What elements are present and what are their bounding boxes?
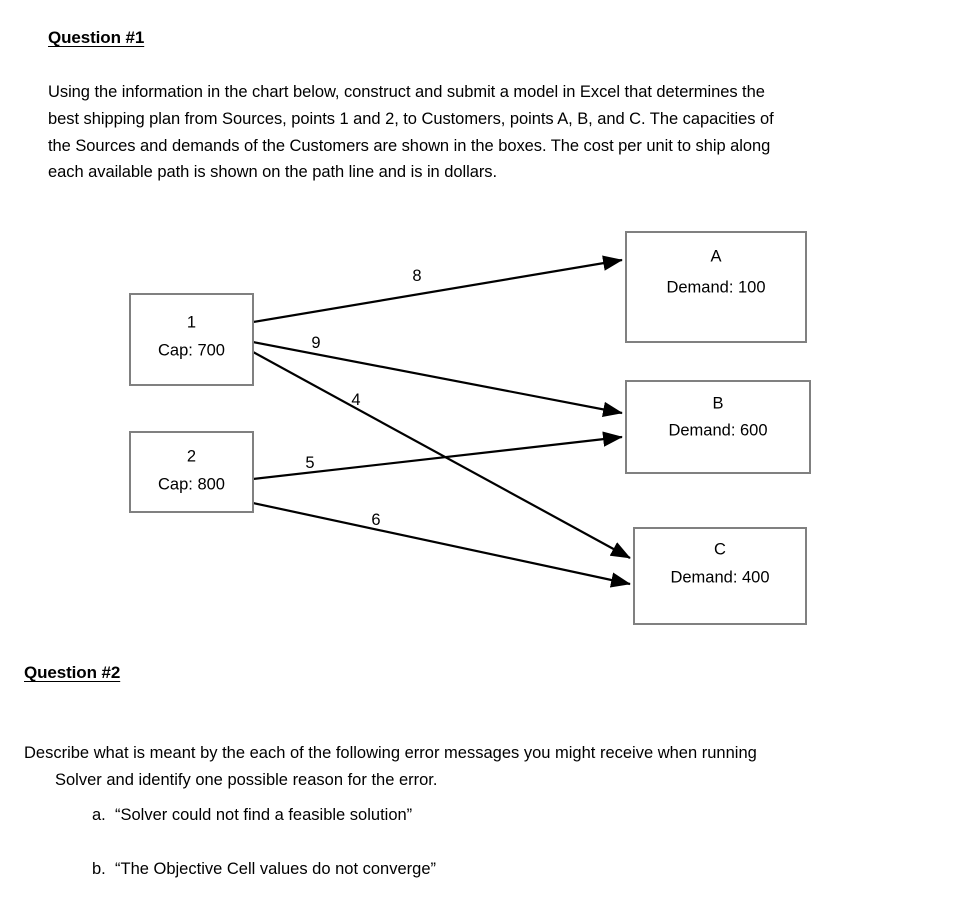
source-node-2: 2 Cap: 800 <box>129 431 254 513</box>
question-2-heading: Question #2 <box>24 663 121 682</box>
question-2-prompt-line-1: Describe what is meant by the each of th… <box>24 744 757 762</box>
edge-1-to-A <box>252 255 623 324</box>
source-node-2-label: 2 <box>187 447 196 465</box>
question-2-item-b-text: “The Objective Cell values do not conver… <box>115 860 436 878</box>
question-2-prompt-line-2: Solver and identify one possible reason … <box>55 771 438 789</box>
edge-label-1-to-B: 9 <box>311 334 320 352</box>
question-2-item-b-marker: b. <box>92 860 106 878</box>
source-node-1-label: 1 <box>187 313 196 331</box>
customer-node-A-label: A <box>710 247 721 265</box>
customer-node-C-demand: Demand: 400 <box>670 568 769 586</box>
customer-node-A-demand: Demand: 100 <box>666 278 765 296</box>
question-2-item-a-marker: a. <box>92 806 106 824</box>
question-1-paragraph-line-1: Using the information in the chart below… <box>48 83 765 101</box>
source-node-2-box <box>129 431 254 513</box>
question-1-paragraph-line-2: best shipping plan from Sources, points … <box>48 109 774 128</box>
transportation-network-diagram: 8 9 4 5 6 1 Cap: 700 2 Cap: 800 A Demand… <box>129 231 811 625</box>
edge-1-to-C <box>252 351 631 559</box>
question-1-paragraph-line-3: the Sources and demands of the Customers… <box>48 136 771 155</box>
edge-1-to-B <box>252 340 623 417</box>
customer-node-A: A Demand: 100 <box>625 231 807 343</box>
question-1-paragraph-line-4: each available path is shown on the path… <box>48 163 498 182</box>
edge-label-1-to-A: 8 <box>412 267 421 285</box>
question-1-heading: Question #1 <box>48 28 145 47</box>
customer-node-B-label: B <box>712 394 723 412</box>
edge-2-to-C <box>252 501 631 588</box>
edge-label-1-to-C: 4 <box>351 391 360 409</box>
source-node-1: 1 Cap: 700 <box>129 293 254 386</box>
question-2-prompt: Describe what is meant by the each of th… <box>24 740 944 794</box>
edge-label-2-to-C: 6 <box>371 511 380 529</box>
question-1-paragraph: Using the information in the chart below… <box>48 79 938 186</box>
source-node-1-capacity: Cap: 700 <box>158 341 225 359</box>
customer-node-C-box <box>633 527 807 625</box>
source-node-2-capacity: Cap: 800 <box>158 475 225 493</box>
customer-node-B: B Demand: 600 <box>625 380 811 474</box>
customer-node-A-box <box>625 231 807 343</box>
edge-label-2-to-B: 5 <box>305 454 314 472</box>
customer-node-C: C Demand: 400 <box>633 527 807 625</box>
source-node-1-box <box>129 293 254 386</box>
customer-node-C-label: C <box>714 540 726 558</box>
customer-node-B-box <box>625 380 811 474</box>
question-2-item-a-text: “Solver could not find a feasible soluti… <box>115 806 413 824</box>
edge-2-to-B <box>252 431 623 481</box>
question-2-item-a: a. “Solver could not find a feasible solu… <box>92 806 412 825</box>
customer-node-B-demand: Demand: 600 <box>668 421 767 439</box>
question-2-item-b: b. “The Objective Cell values do not conv… <box>92 860 436 879</box>
